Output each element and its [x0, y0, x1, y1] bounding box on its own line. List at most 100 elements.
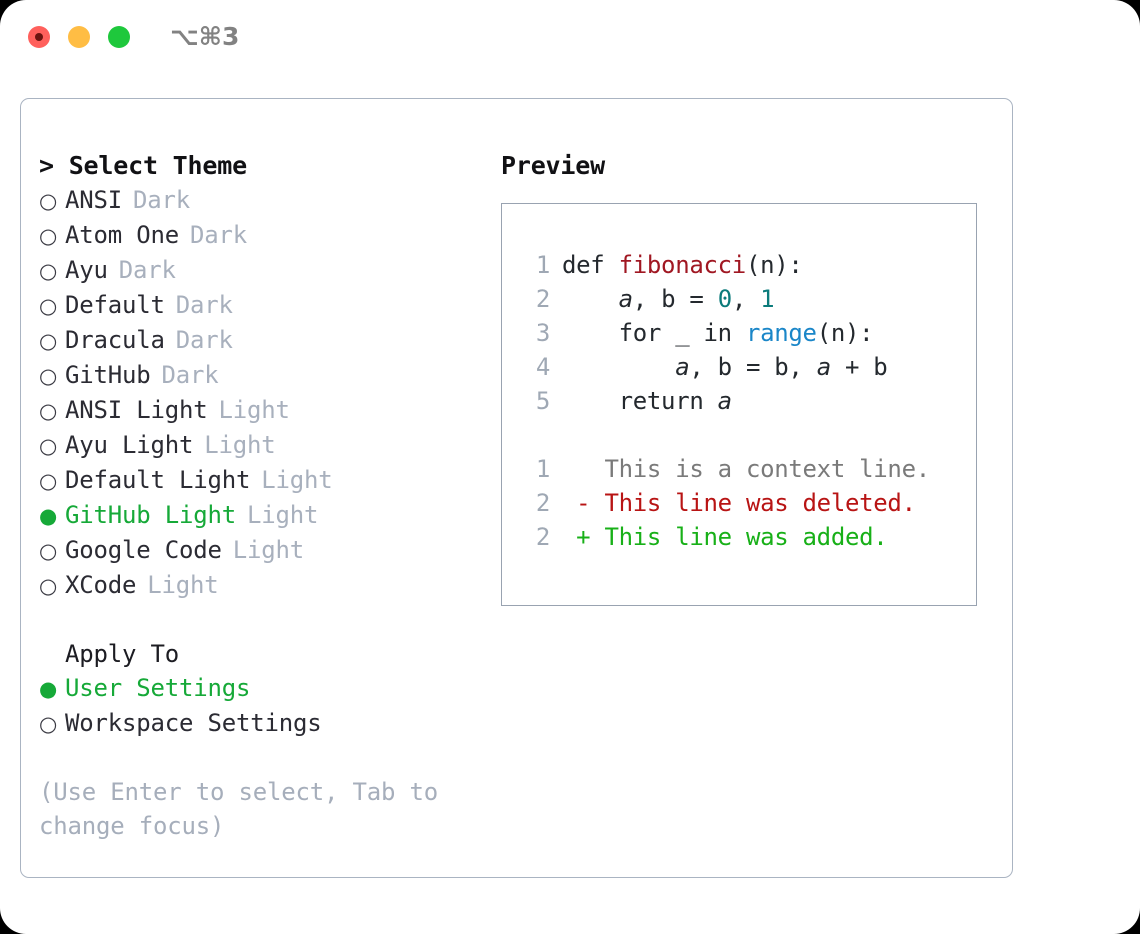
code-line: 4 a, b = b, a + b	[502, 350, 976, 384]
diff-line: 2 + This line was added.	[502, 520, 976, 554]
theme-category-tag: Dark	[175, 326, 233, 354]
theme-name: GitHub Light	[65, 501, 236, 529]
line-content: def fibonacci(n):	[562, 248, 803, 282]
theme-category-tag: Dark	[161, 361, 219, 389]
radio-unselected-icon[interactable]: ○	[39, 189, 58, 213]
code-token: , b = b,	[689, 353, 817, 381]
code-token	[562, 353, 675, 381]
code-token: a	[618, 285, 633, 313]
code-token: 1	[760, 285, 775, 313]
theme-name: Ayu Light	[65, 431, 194, 459]
code-token: This is a context line.	[562, 455, 930, 483]
code-token: 0	[717, 285, 732, 313]
code-token	[562, 285, 619, 313]
radio-unselected-icon[interactable]: ○	[39, 469, 58, 493]
title-bar: ⌥⌘3	[0, 0, 1140, 76]
radio-unselected-icon[interactable]: ○	[39, 399, 58, 423]
window-controls	[28, 26, 130, 48]
line-content: a, b = b, a + b	[562, 350, 888, 384]
radio-unselected-icon[interactable]: ○	[39, 712, 58, 736]
code-line: 3 for _ in range(n):	[502, 316, 976, 350]
radio-unselected-icon[interactable]: ○	[39, 259, 58, 283]
theme-category-tag: Light	[204, 431, 276, 459]
line-content: - This line was deleted.	[562, 486, 916, 520]
apply-to-option-row[interactable]: ○Workspace Settings	[39, 706, 479, 741]
line-content: This is a context line.	[562, 452, 930, 486]
theme-category-tag: Dark	[133, 186, 190, 214]
radio-selected-icon[interactable]: ●	[39, 504, 58, 528]
code-token: + b	[830, 353, 888, 381]
code-token: a	[717, 387, 732, 415]
line-content: return a	[562, 384, 733, 418]
theme-name: Default Light	[65, 466, 251, 494]
code-token: fibonacci	[618, 251, 747, 279]
theme-option-row[interactable]: ○ Ayu Light Light	[39, 428, 479, 463]
code-token: =	[675, 285, 718, 313]
theme-category-tag: Light	[147, 571, 219, 599]
radio-unselected-icon[interactable]: ○	[39, 539, 58, 563]
theme-category-tag: Light	[261, 466, 333, 494]
theme-category-tag: Dark	[175, 291, 233, 319]
close-window-button[interactable]	[28, 26, 50, 48]
code-token: (n):	[745, 251, 803, 279]
theme-name: ANSI	[65, 186, 122, 214]
line-number: 1	[535, 455, 550, 483]
maximize-window-button[interactable]	[108, 26, 130, 48]
theme-category-tag: Light	[232, 536, 304, 564]
diff-sample: 1 This is a context line.2 - This line w…	[502, 452, 976, 554]
diff-line: 1 This is a context line.	[502, 452, 976, 486]
theme-name: ANSI Light	[65, 396, 208, 424]
keyboard-shortcut-label: ⌥⌘3	[170, 22, 240, 51]
line-number: 4	[535, 353, 550, 381]
code-token: (n):	[816, 319, 874, 347]
radio-unselected-icon[interactable]: ○	[39, 224, 58, 248]
keyboard-hint-text: (Use Enter to select, Tab to change focu…	[39, 778, 438, 840]
line-number: 3	[535, 319, 550, 347]
select-theme-header: > Select Theme	[39, 151, 247, 180]
code-line: 5 return a	[502, 384, 976, 418]
diff-line: 2 - This line was deleted.	[502, 486, 976, 520]
code-token: a	[816, 353, 831, 381]
radio-unselected-icon[interactable]: ○	[39, 434, 58, 458]
radio-unselected-icon[interactable]: ○	[39, 364, 58, 388]
code-token: for _ in	[562, 319, 746, 347]
code-token: a	[675, 353, 690, 381]
theme-category-tag: Light	[218, 396, 290, 424]
apply-to-list[interactable]: ● User Settings ○Workspace Settings	[39, 671, 479, 741]
minimize-window-button[interactable]	[68, 26, 90, 48]
theme-option-row[interactable]: ● GitHub Light Light	[39, 498, 479, 533]
apply-to-label: User Settings	[65, 674, 251, 702]
code-line: 1 def fibonacci(n):	[502, 248, 976, 282]
line-content: + This line was added.	[562, 520, 888, 554]
radio-selected-icon[interactable]: ●	[39, 677, 58, 701]
radio-unselected-icon[interactable]: ○	[39, 294, 58, 318]
theme-option-row[interactable]: ○ ANSI Light Light	[39, 393, 479, 428]
radio-unselected-icon[interactable]: ○	[39, 574, 58, 598]
theme-option-row[interactable]: ○ Default Light Light	[39, 463, 479, 498]
line-number: 2	[535, 523, 550, 551]
apply-to-title: Apply To	[65, 640, 179, 668]
theme-option-row[interactable]: ○ ANSI Dark	[39, 183, 479, 218]
apply-to-option-row[interactable]: ● User Settings	[39, 671, 479, 706]
theme-name: GitHub	[65, 361, 151, 389]
preview-spacer	[502, 418, 976, 452]
radio-unselected-icon[interactable]: ○	[39, 329, 58, 353]
theme-option-row[interactable]: ○ GitHub Dark	[39, 358, 479, 393]
theme-category-tag: Light	[247, 501, 319, 529]
code-token: ,	[731, 285, 761, 313]
code-token: return	[562, 387, 718, 415]
line-number: 1	[535, 251, 550, 279]
